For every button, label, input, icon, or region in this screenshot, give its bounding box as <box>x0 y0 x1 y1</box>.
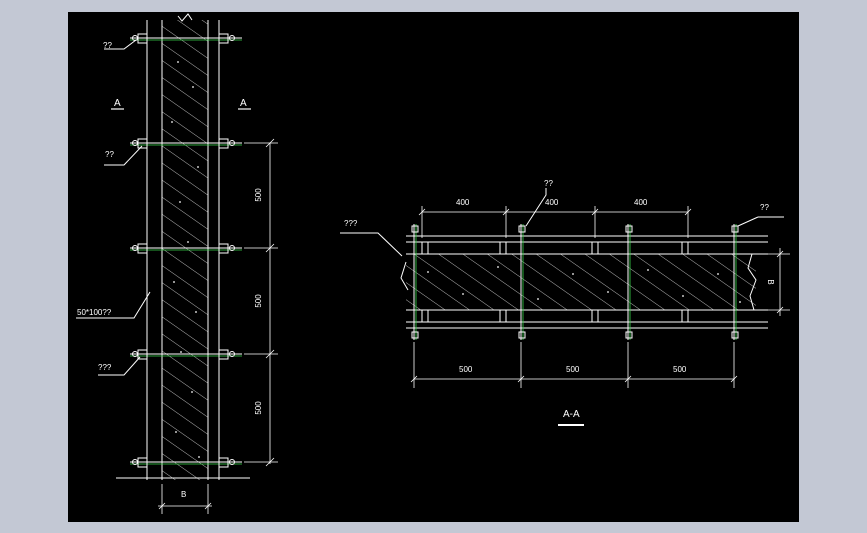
tie-bolt-row <box>130 138 242 149</box>
dim-500: 500 <box>254 294 263 308</box>
callout-bottom: ??? <box>98 363 112 372</box>
concrete-aggregate <box>427 266 741 303</box>
tie-bolt-row <box>130 33 242 44</box>
vertical-dimension-chain: 500 500 500 <box>244 138 278 467</box>
dim-500: 500 <box>254 401 263 415</box>
dim-500: 500 <box>566 365 580 374</box>
top-dimension-chain: 400 400 400 <box>418 198 692 238</box>
section-tie-bolts <box>411 224 739 340</box>
concrete-aggregate <box>171 61 200 458</box>
tie-bolt-rows <box>130 33 242 468</box>
concrete-section-hatch <box>406 254 756 310</box>
section-title: A-A <box>563 409 580 420</box>
left-elevation-view: ?? ?? 50*100?? ??? A A 500 500 500 <box>76 13 278 514</box>
callout-right: ?? <box>760 203 769 212</box>
dim-500: 500 <box>673 365 687 374</box>
callout-top: ?? <box>103 41 112 50</box>
width-label-b: B <box>181 490 186 499</box>
dim-400: 400 <box>456 198 470 207</box>
callout-top: ?? <box>544 179 553 188</box>
wall-width-dimension: B <box>158 484 212 514</box>
section-mark-left: A <box>114 98 121 109</box>
leader-line <box>340 232 403 257</box>
leader-line <box>525 188 547 227</box>
section-a-a-view: 400 400 400 500 500 500 B <box>340 179 790 426</box>
callout-material: 50*100?? <box>77 308 112 317</box>
leader-line <box>98 356 141 376</box>
tie-bolt-row <box>130 349 242 360</box>
section-mark-right: A <box>240 98 247 109</box>
dim-500: 500 <box>254 188 263 202</box>
cad-drawing-canvas: ?? ?? 50*100?? ??? A A 500 500 500 <box>68 12 799 522</box>
callout-second: ?? <box>105 150 114 159</box>
tie-bolt-row <box>130 457 242 468</box>
break-line <box>747 253 757 311</box>
leader-line <box>104 145 143 166</box>
height-label-b: B <box>766 279 775 284</box>
break-mark <box>177 13 193 22</box>
dim-400: 400 <box>545 198 559 207</box>
timber-studs <box>421 241 689 323</box>
callout-left: ??? <box>344 219 358 228</box>
dim-400: 400 <box>634 198 648 207</box>
tie-bolt-row <box>130 243 242 254</box>
leader-line <box>76 291 151 319</box>
section-height-dimension: B <box>758 248 790 316</box>
bottom-dimension-chain: 500 500 500 <box>410 342 738 388</box>
leader-line <box>104 39 137 50</box>
cad-drawing: ?? ?? 50*100?? ??? A A 500 500 500 <box>76 13 790 514</box>
dim-500: 500 <box>459 365 473 374</box>
